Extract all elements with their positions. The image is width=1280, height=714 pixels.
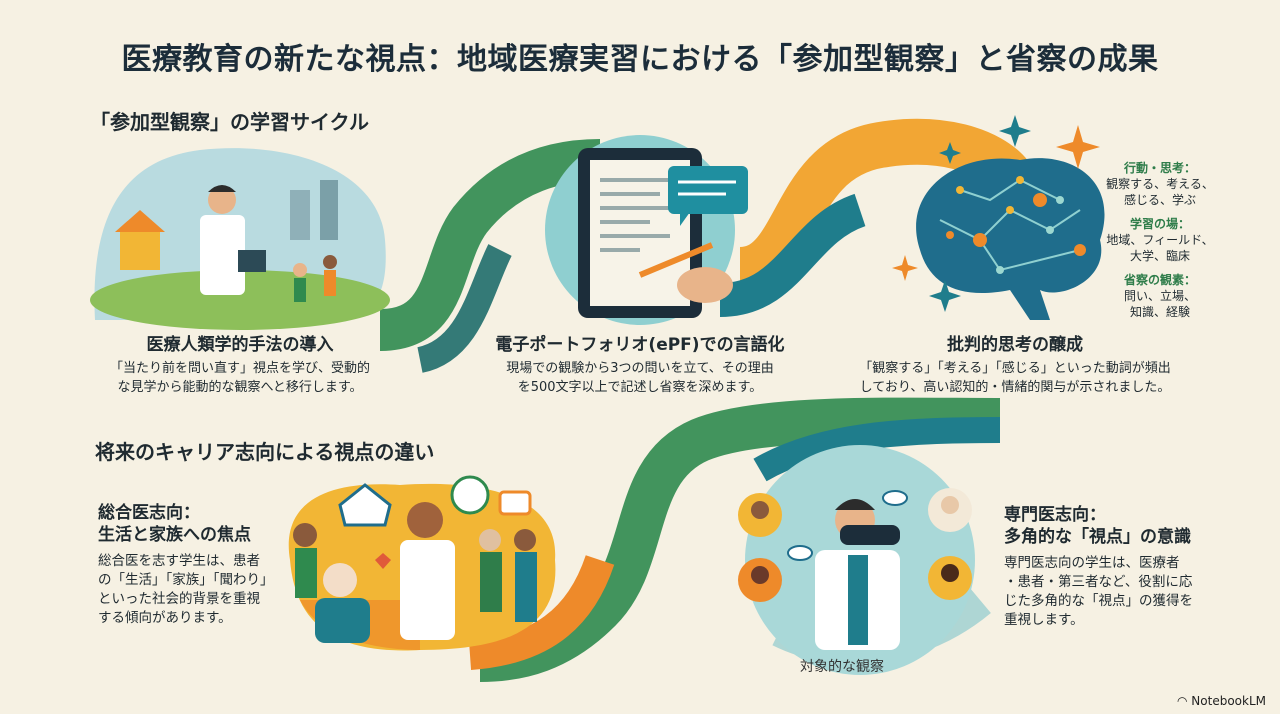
sparkle-icon	[1056, 125, 1100, 169]
step-body-line: 現場での観験から3つの問いを立て、その理由	[506, 361, 774, 376]
side-note-places: 学習の場： 地域、フィールド、 大学、臨床	[1106, 217, 1214, 263]
ribbon-label-partial: 対象的な観察	[800, 659, 884, 675]
career-title-line: 生活と家族への焦点	[98, 525, 251, 545]
specialist-perspective-illustration	[738, 445, 975, 675]
step-body-line: な見学から能動的な観察へと移行します。	[117, 380, 363, 395]
sparkle-icon	[939, 142, 961, 164]
family-care-illustration	[288, 475, 556, 651]
brain-network-illustration	[892, 115, 1105, 320]
step-eportfolio: 電子ポートフォリオ(ePF)での言語化 現場での観験から3つの問いを立て、その理…	[480, 330, 800, 397]
specialist-orientation: 専門医志向：多角的な「視点」の意識 専門医志向の学生は、医療者 ・患者・第三者な…	[1004, 504, 1214, 630]
step-body-line: を500文字以上で記述し省察を深めます。	[517, 380, 763, 395]
flow-ribbon-upper-teal	[416, 244, 512, 373]
step-title: 医療人類学的手法の導入	[146, 335, 334, 355]
career-body-line: ・患者・第三者など、役割に応	[1004, 574, 1193, 590]
career-title-line: 専門医志向：	[1004, 505, 1106, 525]
career-body-line: じた多角的な「視点」の獲得を	[1004, 593, 1193, 609]
step-body-line: しており、高い認知的・情緒的関与が示されました。	[859, 380, 1171, 395]
career-body-line: 専門医志向の学生は、医療者	[1004, 555, 1180, 571]
brain-side-notes: 行動・思考： 観察する、考える、 感じる、学ぶ 学習の場： 地域、フィールド、 …	[1100, 160, 1220, 328]
step-critical-thinking: 批判的思考の醸成 「観察する」「考える」「感じる」といった動詞が頻出しており、高…	[845, 330, 1185, 397]
side-note-elements: 省察の観素： 問い、立場、 知識、経験	[1123, 273, 1196, 319]
eye-icon	[787, 545, 813, 561]
tablet-portfolio-illustration	[545, 135, 748, 325]
flow-ribbon-lower-teal	[753, 417, 1001, 482]
career-body-line: 重視します。	[1004, 612, 1084, 628]
brand-name: NotebookLM	[1191, 694, 1266, 708]
side-note-actions: 行動・思考： 観察する、考える、 感じる、学ぶ	[1106, 161, 1214, 207]
sparkle-icon	[892, 255, 918, 281]
learning-cycle-heading: 「参加型観察」の学習サイクル	[90, 110, 369, 134]
sparkle-icon	[999, 115, 1031, 147]
career-body-line: 総合医を志す学生は、患者	[98, 553, 260, 569]
page-title: 医療教育の新たな視点：地域医療実習における「参加型観察」と省察の成果	[121, 42, 1159, 77]
sparkle-icon	[929, 280, 961, 312]
doctor-community-illustration	[90, 148, 390, 330]
eye-icon	[882, 490, 908, 506]
career-body-line: といった社会的背景を重視	[98, 591, 260, 607]
step-title: 批判的思考の醸成	[947, 335, 1083, 355]
career-title-line: 総合医志向：	[98, 503, 200, 523]
career-body-line: する傾向があります。	[98, 610, 232, 626]
step-title: 電子ポートフォリオ(ePF)での言語化	[495, 335, 785, 355]
step-medical-anthropology: 医療人類学的手法の導入 「当たり前を問い直す」視点を学び、受動的な見学から能動的…	[80, 330, 400, 397]
brand-watermark: ◠ NotebookLM	[1177, 694, 1266, 708]
flow-ribbon-lower-orange	[468, 554, 615, 670]
flow-ribbon-orange	[737, 118, 1028, 293]
flow-ribbon-upper-green	[378, 139, 601, 351]
general-practice-orientation: 総合医志向：生活と家族への焦点 総合医を志す学生は、患者 の「生活」「家族」「聞…	[98, 502, 288, 628]
career-title-line: 多角的な「視点」の意識	[1004, 527, 1191, 547]
step-body-line: 「当たり前を問い直す」視点を学び、受動的	[109, 361, 370, 376]
flow-ribbon-teal-mid	[719, 193, 867, 317]
notebooklm-logo-icon: ◠	[1177, 694, 1192, 708]
step-body-line: 「観察する」「考える」「感じる」といった動詞が頻出	[859, 361, 1171, 376]
career-heading: 将来のキャリア志向による視点の違い	[95, 440, 435, 464]
career-body-line: の「生活」「家族」「聞わり」	[98, 572, 274, 588]
